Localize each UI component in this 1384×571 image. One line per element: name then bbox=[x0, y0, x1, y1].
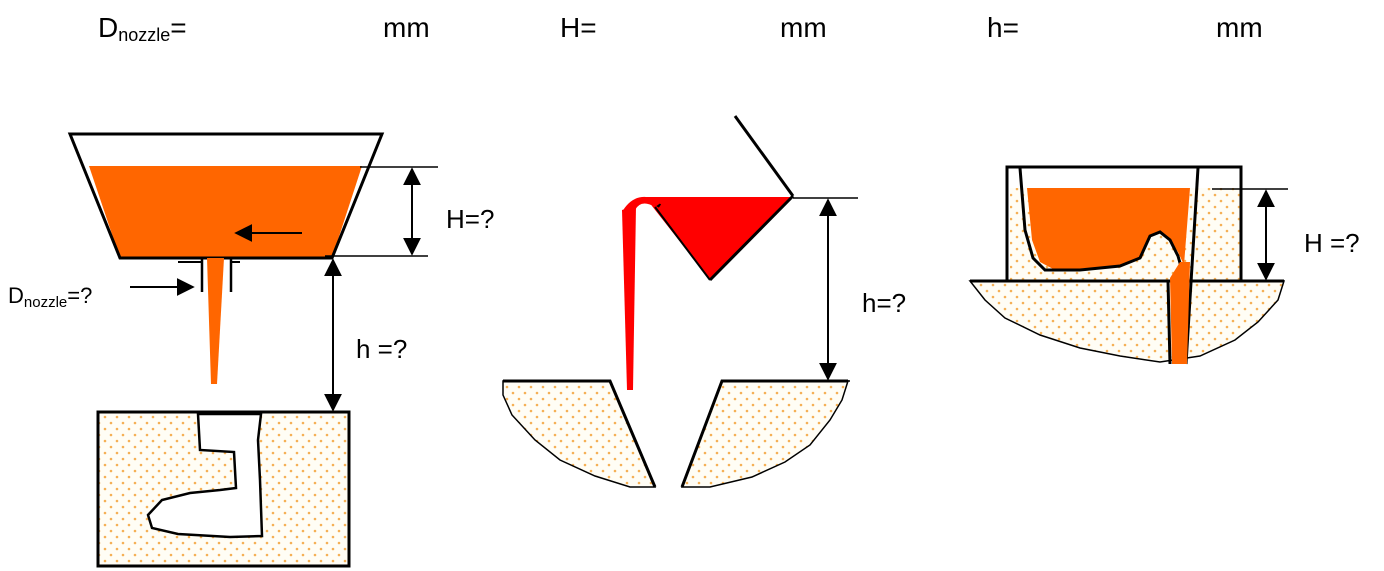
ladle2-wall bbox=[708, 194, 795, 282]
fig1-H-label: H=? bbox=[446, 204, 494, 234]
figure-pouring-basin: H =? bbox=[968, 165, 1360, 365]
figure-lip-pour-ladle: h=? bbox=[502, 115, 906, 488]
header-H-label: H= bbox=[560, 12, 597, 43]
fig3-H-label: H =? bbox=[1304, 228, 1360, 258]
header-unit-3: mm bbox=[1216, 12, 1263, 43]
basin-right-wall bbox=[1184, 167, 1200, 365]
ladle2-melt bbox=[646, 197, 793, 280]
figure-ladle-bottom-pour: Dnozzle=? H=? h =? bbox=[8, 132, 494, 568]
header-h-label: h= bbox=[987, 12, 1019, 43]
lip-stream bbox=[622, 206, 636, 390]
ladle2-wall-left bbox=[654, 206, 711, 281]
fig2-h-label: h=? bbox=[862, 288, 906, 318]
ladle-outline bbox=[67, 132, 385, 260]
sprue-mould-right-edge bbox=[680, 379, 848, 488]
melt-stream bbox=[207, 258, 224, 384]
fig1-h-label: h =? bbox=[356, 334, 407, 364]
sprue-stream bbox=[1170, 262, 1190, 364]
lip-stream-top bbox=[622, 196, 662, 212]
basin-sand-base bbox=[968, 280, 1286, 363]
header-unit-2: mm bbox=[780, 12, 827, 43]
d-nozzle-sub: nozzle bbox=[118, 25, 171, 45]
ladle2-rim bbox=[733, 115, 795, 197]
sprue-left-wall bbox=[1166, 280, 1172, 365]
fig1-d-nozzle-label: Dnozzle=? bbox=[8, 283, 92, 311]
basin-outline bbox=[1018, 167, 1184, 272]
basin-air-gap bbox=[1022, 169, 1196, 188]
d-nozzle-eq: = bbox=[170, 12, 187, 43]
d-nozzle-base: D bbox=[98, 12, 119, 43]
header-d-nozzle: Dnozzle= bbox=[98, 12, 187, 46]
basin-frame bbox=[1005, 165, 1243, 283]
sprue-mould-right bbox=[680, 380, 850, 488]
mould-cavity bbox=[146, 412, 264, 539]
basin-melt bbox=[1027, 188, 1190, 270]
sprue-mould-left-edge bbox=[503, 379, 657, 488]
ladle-melt bbox=[89, 166, 362, 258]
header-unit-1: mm bbox=[383, 12, 430, 43]
